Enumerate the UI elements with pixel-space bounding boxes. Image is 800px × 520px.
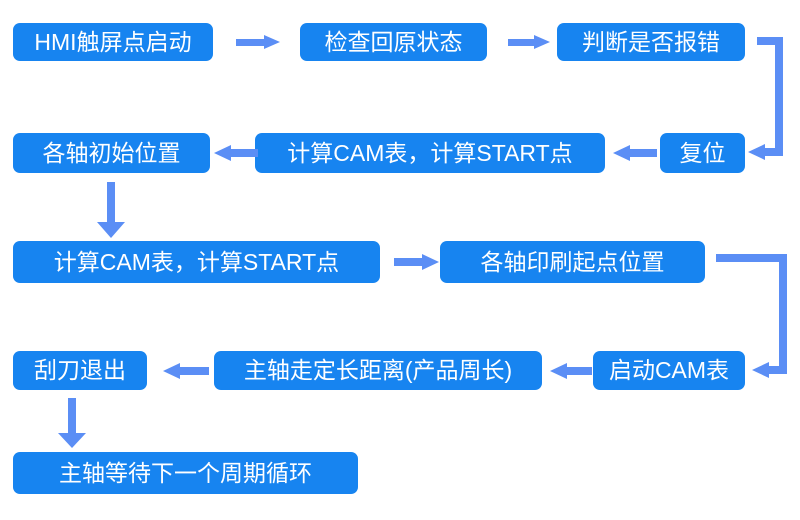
arrow-shaft bbox=[230, 149, 258, 157]
flow-node-start-cam-table[interactable]: 启动CAM表 bbox=[593, 351, 745, 390]
arrow-head-left bbox=[214, 145, 231, 161]
arrow-head-left bbox=[748, 144, 765, 160]
arrow-head-into-start-cam bbox=[752, 362, 770, 378]
arrow-axis-initial-to-calc-cam-row3 bbox=[97, 182, 125, 238]
arrow-head-left bbox=[550, 363, 567, 379]
flow-node-spindle-wait-next-cycle[interactable]: 主轴等待下一个周期循环 bbox=[13, 452, 358, 494]
flow-node-scraper-retract[interactable]: 刮刀退出 bbox=[13, 351, 147, 390]
arrow-head-left bbox=[163, 363, 180, 379]
flow-node-calc-cam-start-row2[interactable]: 计算CAM表，计算START点 bbox=[255, 133, 605, 173]
arrow-start-cam-to-spindle-fixed-distance bbox=[550, 363, 592, 379]
flow-node-axis-initial-position[interactable]: 各轴初始位置 bbox=[13, 133, 210, 173]
connector-axis-print-to-start-cam-vertical bbox=[779, 254, 787, 367]
arrow-head-down bbox=[97, 222, 125, 238]
flow-node-calc-cam-start-row3[interactable]: 计算CAM表，计算START点 bbox=[13, 241, 380, 283]
flow-node-axis-print-start-position[interactable]: 各轴印刷起点位置 bbox=[440, 241, 705, 283]
arrow-shaft bbox=[236, 39, 266, 46]
arrow-shaft bbox=[629, 149, 657, 157]
arrow-calc-cam-to-axis-print-start bbox=[394, 254, 442, 270]
connector-axis-print-to-start-cam-horizontal-top bbox=[716, 254, 787, 262]
arrow-head-right bbox=[422, 254, 439, 270]
arrow-head-right bbox=[264, 35, 280, 49]
connector-axis-print-to-start-cam-horizontal-bottom bbox=[768, 366, 787, 374]
arrow-reset-to-calc-cam-start-row2 bbox=[613, 145, 657, 161]
arrow-shaft bbox=[179, 367, 209, 375]
arrow-spindle-distance-to-scraper-retract bbox=[163, 363, 209, 379]
arrow-head-into-reset bbox=[748, 144, 766, 160]
arrow-head-left bbox=[752, 362, 769, 378]
arrow-shaft bbox=[68, 398, 76, 436]
flow-node-judge-error[interactable]: 判断是否报错 bbox=[557, 23, 745, 61]
arrow-calc-cam-to-axis-initial-position bbox=[214, 145, 258, 161]
arrow-check-home-to-judge-error bbox=[508, 35, 554, 49]
flow-node-hmi-start[interactable]: HMI触屏点启动 bbox=[13, 23, 213, 61]
flow-node-reset[interactable]: 复位 bbox=[660, 133, 745, 173]
arrow-head-down bbox=[58, 433, 86, 448]
arrow-shaft bbox=[508, 39, 536, 46]
arrow-shaft bbox=[566, 367, 592, 375]
flow-node-spindle-fixed-distance[interactable]: 主轴走定长距离(产品周长) bbox=[214, 351, 542, 390]
arrow-scraper-retract-to-spindle-wait bbox=[58, 398, 86, 448]
arrow-head-right bbox=[534, 35, 550, 49]
arrow-head-left bbox=[613, 145, 630, 161]
arrow-shaft bbox=[107, 182, 115, 224]
flow-node-check-home-state[interactable]: 检查回原状态 bbox=[300, 23, 487, 61]
connector-judge-error-to-reset-horizontal-top bbox=[757, 37, 783, 45]
connector-judge-error-to-reset-vertical bbox=[775, 37, 783, 152]
arrow-shaft bbox=[394, 258, 424, 266]
arrow-hmi-start-to-check-home bbox=[236, 35, 284, 49]
connector-judge-error-to-reset-horizontal-bottom bbox=[764, 148, 783, 156]
